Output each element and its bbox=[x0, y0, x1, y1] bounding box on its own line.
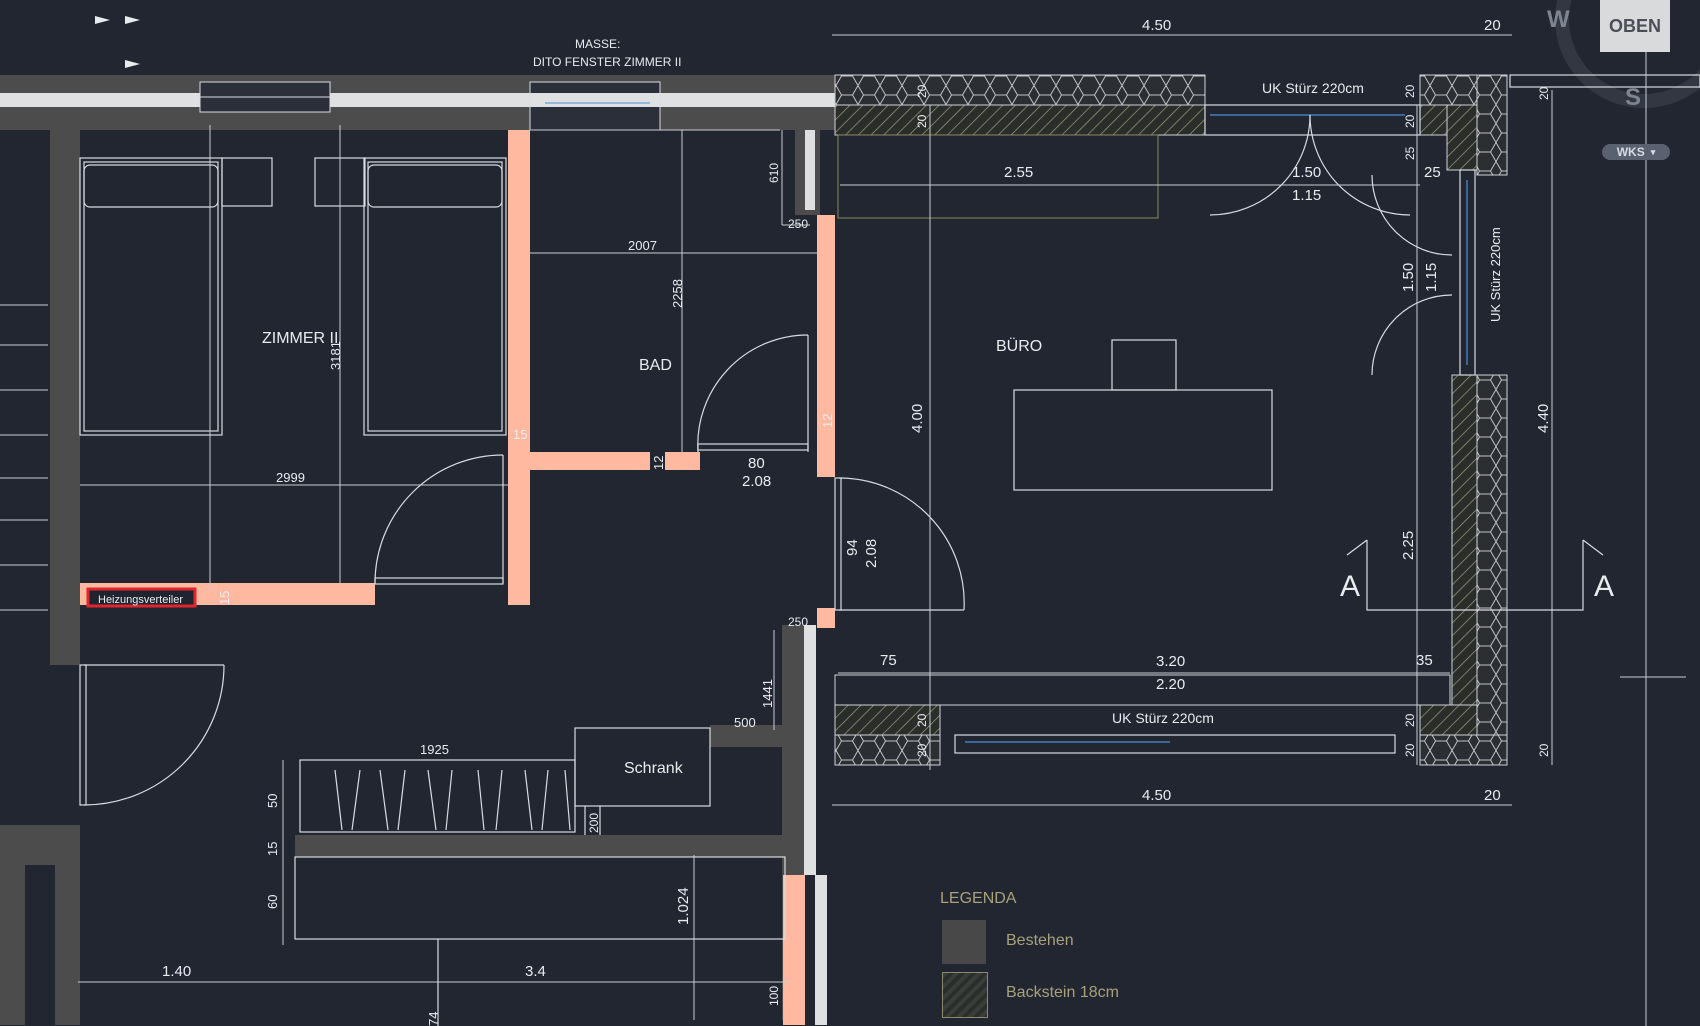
dim-440: 4.40 bbox=[1535, 404, 1552, 433]
compass-south-label[interactable]: S bbox=[1625, 84, 1642, 111]
dim-150: 1.50 bbox=[1292, 164, 1321, 181]
wall-tag-15b: 15 bbox=[217, 591, 232, 605]
chevron-down-icon: ▾ bbox=[1650, 146, 1656, 157]
wks-coordinate-menu[interactable]: WKS ▾ bbox=[1602, 144, 1670, 160]
dim-1441: 1441 bbox=[760, 679, 775, 708]
legend-swatch-brick bbox=[942, 972, 988, 1018]
top-exterior-wall bbox=[0, 75, 835, 131]
dim-bottom-total: 4.50 bbox=[1142, 787, 1171, 804]
legend: LEGENDA Bestehen Backstein 18cm bbox=[940, 890, 1260, 1020]
door-zimmer[interactable] bbox=[374, 454, 504, 585]
compass-west-label[interactable]: W bbox=[1547, 6, 1570, 33]
dim-250b: 250 bbox=[788, 615, 808, 629]
dim-top-total: 4.50 bbox=[1142, 17, 1171, 34]
dim-35: 35 bbox=[1416, 652, 1433, 669]
dimension-labels: 4.50 20 4.50 20 2.55 1.50 1.15 25 75 3.2… bbox=[162, 17, 1552, 1026]
heizungsverteiler-box[interactable] bbox=[86, 587, 197, 608]
left-exterior-walls bbox=[0, 125, 80, 1025]
note-uk-sturz-bottom: UK Stürz 220cm bbox=[1112, 710, 1214, 726]
wall-tag-20-5: 20 bbox=[1537, 86, 1551, 100]
room-label-schrank: Schrank bbox=[624, 760, 684, 777]
wall-tag-20-6: 20 bbox=[915, 713, 929, 727]
legend-title: LEGENDA bbox=[940, 890, 1017, 907]
office-walls bbox=[834, 74, 1508, 766]
dim-610: 610 bbox=[767, 163, 781, 183]
wardrobe-outline bbox=[837, 134, 1159, 219]
wks-label: WKS bbox=[1616, 145, 1645, 159]
dim-top-end: 20 bbox=[1484, 17, 1501, 34]
arrow-markers bbox=[95, 16, 140, 68]
wall-tag-20-3: 20 bbox=[1403, 84, 1417, 98]
note-heizungsverteiler: Heizungsverteiler bbox=[98, 594, 183, 606]
bed-left bbox=[79, 157, 273, 436]
dim-225: 2.25 bbox=[1400, 531, 1417, 560]
dim-door-94: 94 bbox=[844, 539, 861, 556]
dim-400: 4.00 bbox=[909, 404, 926, 433]
section-lines bbox=[1346, 539, 1604, 611]
wall-tag-25-2: 25 bbox=[1403, 146, 1417, 160]
dim-door-80: 80 bbox=[748, 455, 765, 472]
wall-tag-12b: 12 bbox=[820, 414, 835, 428]
dim-2999: 2999 bbox=[276, 470, 305, 485]
room-label-bad: BAD bbox=[639, 357, 672, 374]
view-cube[interactable]: W OBEN S WKS ▾ bbox=[1535, 0, 1700, 180]
closet bbox=[294, 727, 786, 1026]
dim-140: 1.40 bbox=[162, 963, 191, 980]
dim-2007: 2007 bbox=[628, 238, 657, 253]
door-lower-left[interactable] bbox=[79, 664, 225, 806]
dim-3181: 3181 bbox=[328, 341, 343, 370]
wall-tag-20-4: 20 bbox=[1403, 114, 1417, 128]
dim-15c: 15 bbox=[265, 842, 280, 856]
room-label-buero: BÜRO bbox=[996, 337, 1042, 355]
dim-1925: 1925 bbox=[420, 742, 449, 757]
wall-tag-20-1: 20 bbox=[915, 84, 929, 98]
dim-34: 3.4 bbox=[525, 963, 546, 980]
dim-255: 2.55 bbox=[1004, 164, 1033, 181]
dim-2258: 2258 bbox=[670, 279, 685, 308]
dim-74: 74 bbox=[426, 1012, 441, 1026]
note-dito-fenster: DITO FENSTER ZIMMER II bbox=[533, 55, 681, 69]
room-lines bbox=[80, 125, 817, 583]
dim-right-115: 1.15 bbox=[1423, 263, 1440, 292]
dimension-lines bbox=[78, 0, 1686, 1026]
door-bad[interactable] bbox=[697, 334, 809, 453]
wall-tag-20-9: 20 bbox=[1403, 743, 1417, 757]
dim-50: 50 bbox=[265, 794, 280, 808]
dim-250a: 250 bbox=[788, 217, 808, 231]
dim-door-208b: 2.08 bbox=[863, 539, 880, 568]
wall-tag-12a: 12 bbox=[651, 456, 666, 470]
note-masse: MASSE: bbox=[575, 37, 620, 51]
section-mark-right: A bbox=[1594, 570, 1614, 603]
dim-115: 1.15 bbox=[1292, 187, 1321, 204]
wall-tag-20-8: 20 bbox=[1403, 713, 1417, 727]
dim-door-208: 2.08 bbox=[742, 473, 771, 490]
dim-60: 60 bbox=[265, 895, 280, 909]
view-cube-top-face[interactable]: OBEN bbox=[1600, 0, 1670, 52]
section-mark-left: A bbox=[1340, 570, 1360, 603]
legend-swatch-existing bbox=[942, 920, 986, 964]
note-uk-sturz-top: UK Stürz 220cm bbox=[1262, 80, 1364, 96]
note-uk-sturz-right: UK Stürz 220cm bbox=[1488, 227, 1503, 322]
dim-220: 2.20 bbox=[1156, 676, 1185, 693]
dim-25: 25 bbox=[1424, 164, 1441, 181]
dim-bottom-end: 20 bbox=[1484, 787, 1501, 804]
dim-75: 75 bbox=[880, 652, 897, 669]
legend-label-existing: Bestehen bbox=[1006, 932, 1074, 949]
dim-200: 200 bbox=[587, 813, 601, 833]
dim-500: 500 bbox=[734, 715, 756, 730]
room-label-zimmer: ZIMMER II bbox=[262, 330, 338, 347]
office-sashes bbox=[1209, 114, 1453, 376]
wall-tag-20-10: 20 bbox=[1537, 743, 1551, 757]
dim-1024: 1.024 bbox=[675, 887, 692, 925]
wall-tag-15a: 15 bbox=[513, 427, 527, 442]
dim-right-150: 1.50 bbox=[1400, 263, 1417, 292]
dim-100: 100 bbox=[767, 986, 781, 1006]
desk bbox=[1013, 339, 1273, 491]
wall-tag-20-2: 20 bbox=[915, 114, 929, 128]
dim-320: 3.20 bbox=[1156, 653, 1185, 670]
legend-label-brick: Backstein 18cm bbox=[1006, 984, 1119, 1001]
wall-tag-20-7: 20 bbox=[915, 743, 929, 757]
bed-right bbox=[314, 157, 507, 436]
